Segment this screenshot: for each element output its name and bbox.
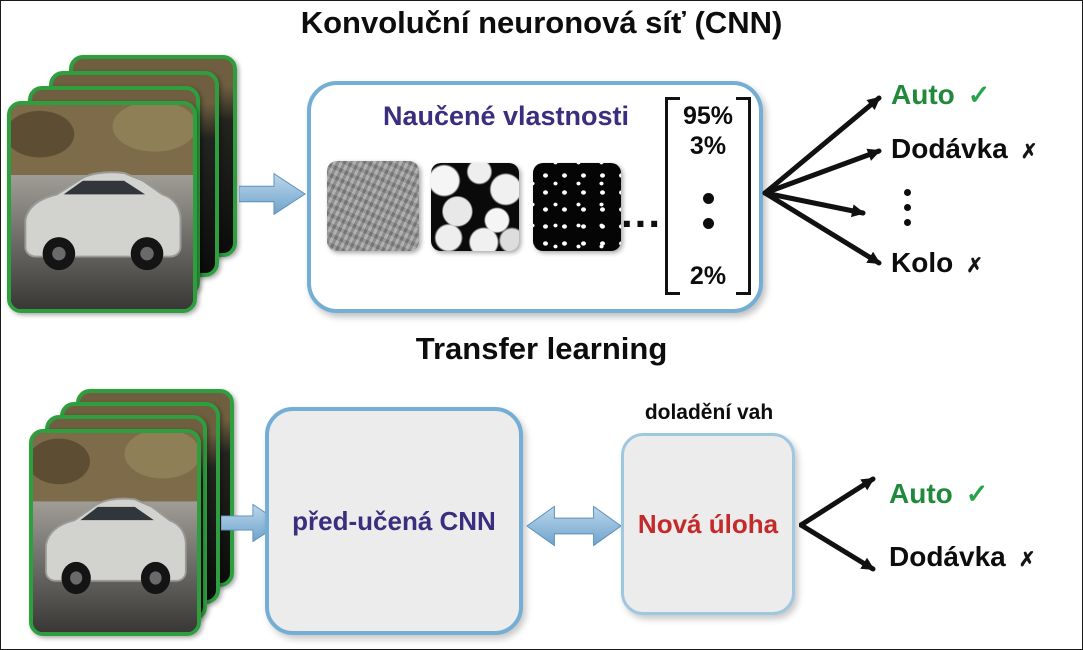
output-dodavka-top: Dodávka ✗ bbox=[891, 133, 1037, 165]
score-value: 95% bbox=[682, 102, 734, 130]
output-dodavka-bottom: Dodávka ✗ bbox=[889, 541, 1035, 573]
output-label: Auto bbox=[889, 478, 953, 509]
ellipsis-dots: ... bbox=[621, 189, 663, 236]
pretrained-cnn-label: před-učená CNN bbox=[292, 505, 496, 536]
pretrained-cnn-box: před-učená CNN bbox=[265, 407, 523, 635]
fan-arrows-icon bbox=[762, 95, 882, 266]
vector-dot-icon bbox=[702, 218, 714, 229]
car-illustration-icon bbox=[11, 105, 193, 309]
vector-dot-icon bbox=[702, 193, 714, 204]
car-photo bbox=[29, 429, 201, 636]
output-label: Auto bbox=[891, 79, 955, 110]
learned-features-label: Naučené vlastnosti bbox=[382, 101, 630, 131]
output-kolo-top: Kolo ✗ bbox=[891, 247, 983, 279]
check-icon: ✓ bbox=[965, 479, 989, 509]
cnn-box: Naučené vlastnosti ... 95% 3% 2% bbox=[307, 81, 763, 313]
feature-map-2 bbox=[431, 163, 519, 251]
cross-icon: ✗ bbox=[1018, 549, 1036, 571]
finetune-weights-label: doladění vah bbox=[644, 401, 774, 424]
score-value: 3% bbox=[689, 132, 727, 160]
fan-arrows-icon bbox=[799, 476, 876, 572]
output-label: Dodávka bbox=[889, 541, 1006, 572]
cross-icon: ✗ bbox=[1020, 141, 1038, 163]
flow-arrow-icon bbox=[239, 172, 306, 216]
car-illustration-icon bbox=[33, 433, 197, 632]
score-value: 2% bbox=[689, 262, 727, 290]
cnn-section-title: Konvoluční neuronová síť (CNN) bbox=[300, 5, 783, 40]
output-auto-top: Auto ✓ bbox=[891, 79, 990, 111]
new-task-label: Nová úloha bbox=[637, 508, 779, 539]
output-label: Kolo bbox=[891, 247, 954, 278]
new-task-box: Nová úloha bbox=[621, 433, 795, 615]
double-arrow-icon bbox=[526, 505, 622, 547]
transfer-learning-title: Transfer learning bbox=[415, 331, 668, 366]
input-image-stack-top bbox=[7, 55, 253, 317]
car-photo bbox=[7, 101, 197, 313]
cross-icon: ✗ bbox=[966, 255, 983, 277]
feature-map-3 bbox=[533, 163, 621, 251]
feature-map-1 bbox=[327, 161, 419, 251]
input-image-stack-bottom bbox=[29, 389, 249, 641]
vertical-ellipsis-icon bbox=[904, 189, 911, 226]
check-icon: ✓ bbox=[967, 80, 991, 110]
output-label: Dodávka bbox=[891, 133, 1008, 164]
output-auto-bottom: Auto ✓ bbox=[889, 478, 988, 510]
score-vector: 95% 3% 2% bbox=[665, 97, 751, 295]
